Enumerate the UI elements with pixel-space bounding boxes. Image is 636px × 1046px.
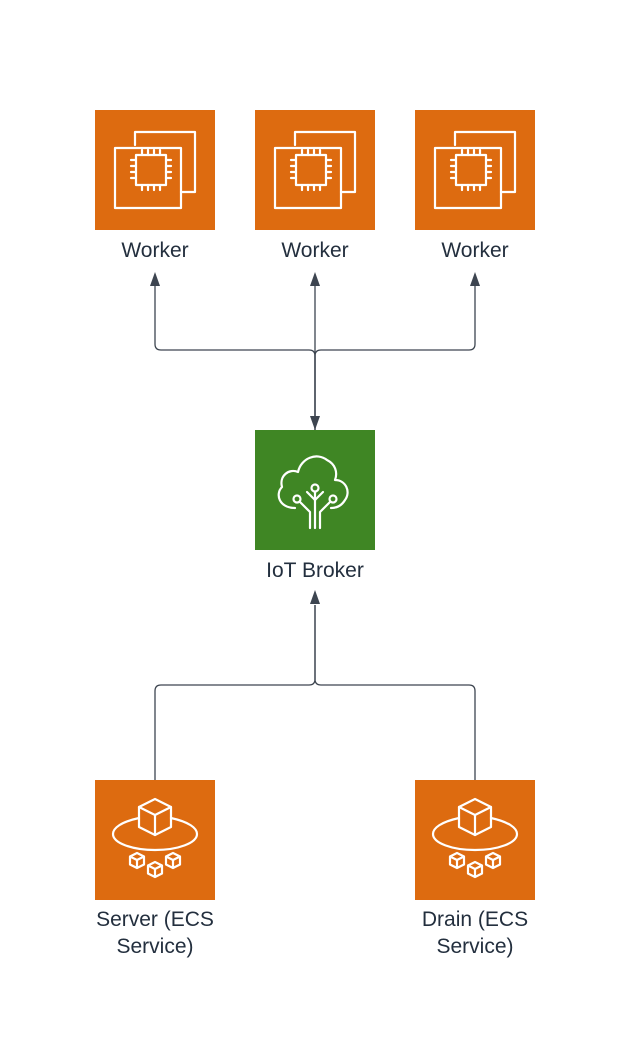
connectors xyxy=(150,272,480,780)
iot-broker-label: IoT Broker xyxy=(266,559,364,582)
arrowhead-broker-bottom xyxy=(310,590,320,604)
ec2-tile xyxy=(415,110,535,230)
worker-label: Worker xyxy=(281,239,348,262)
server-label-line1: Server (ECS xyxy=(96,908,214,931)
connector-drain-broker xyxy=(314,605,476,780)
worker-node-1[interactable]: Worker xyxy=(95,110,215,262)
connector-broker-worker3 xyxy=(314,285,476,430)
ec2-tile xyxy=(255,110,375,230)
iot-broker-node[interactable]: IoT Broker xyxy=(255,430,375,582)
ec2-tile xyxy=(95,110,215,230)
arrowhead-worker1 xyxy=(150,272,160,286)
connector-server-broker xyxy=(154,605,316,780)
worker-node-3[interactable]: Worker xyxy=(415,110,535,262)
server-label-line2: Service) xyxy=(116,935,193,958)
connector-broker-worker1 xyxy=(154,285,316,430)
worker-label: Worker xyxy=(121,239,188,262)
drain-label-line2: Service) xyxy=(436,935,513,958)
arrowhead-worker3 xyxy=(470,272,480,286)
arrowhead-worker2 xyxy=(310,272,320,286)
drain-label-line1: Drain (ECS xyxy=(422,908,528,931)
arrowhead-broker-top xyxy=(310,416,320,430)
server-node[interactable]: Server (ECS Service) xyxy=(95,780,215,958)
worker-node-2[interactable]: Worker xyxy=(255,110,375,262)
drain-node[interactable]: Drain (ECS Service) xyxy=(415,780,535,958)
worker-label: Worker xyxy=(441,239,508,262)
iot-tile xyxy=(255,430,375,550)
